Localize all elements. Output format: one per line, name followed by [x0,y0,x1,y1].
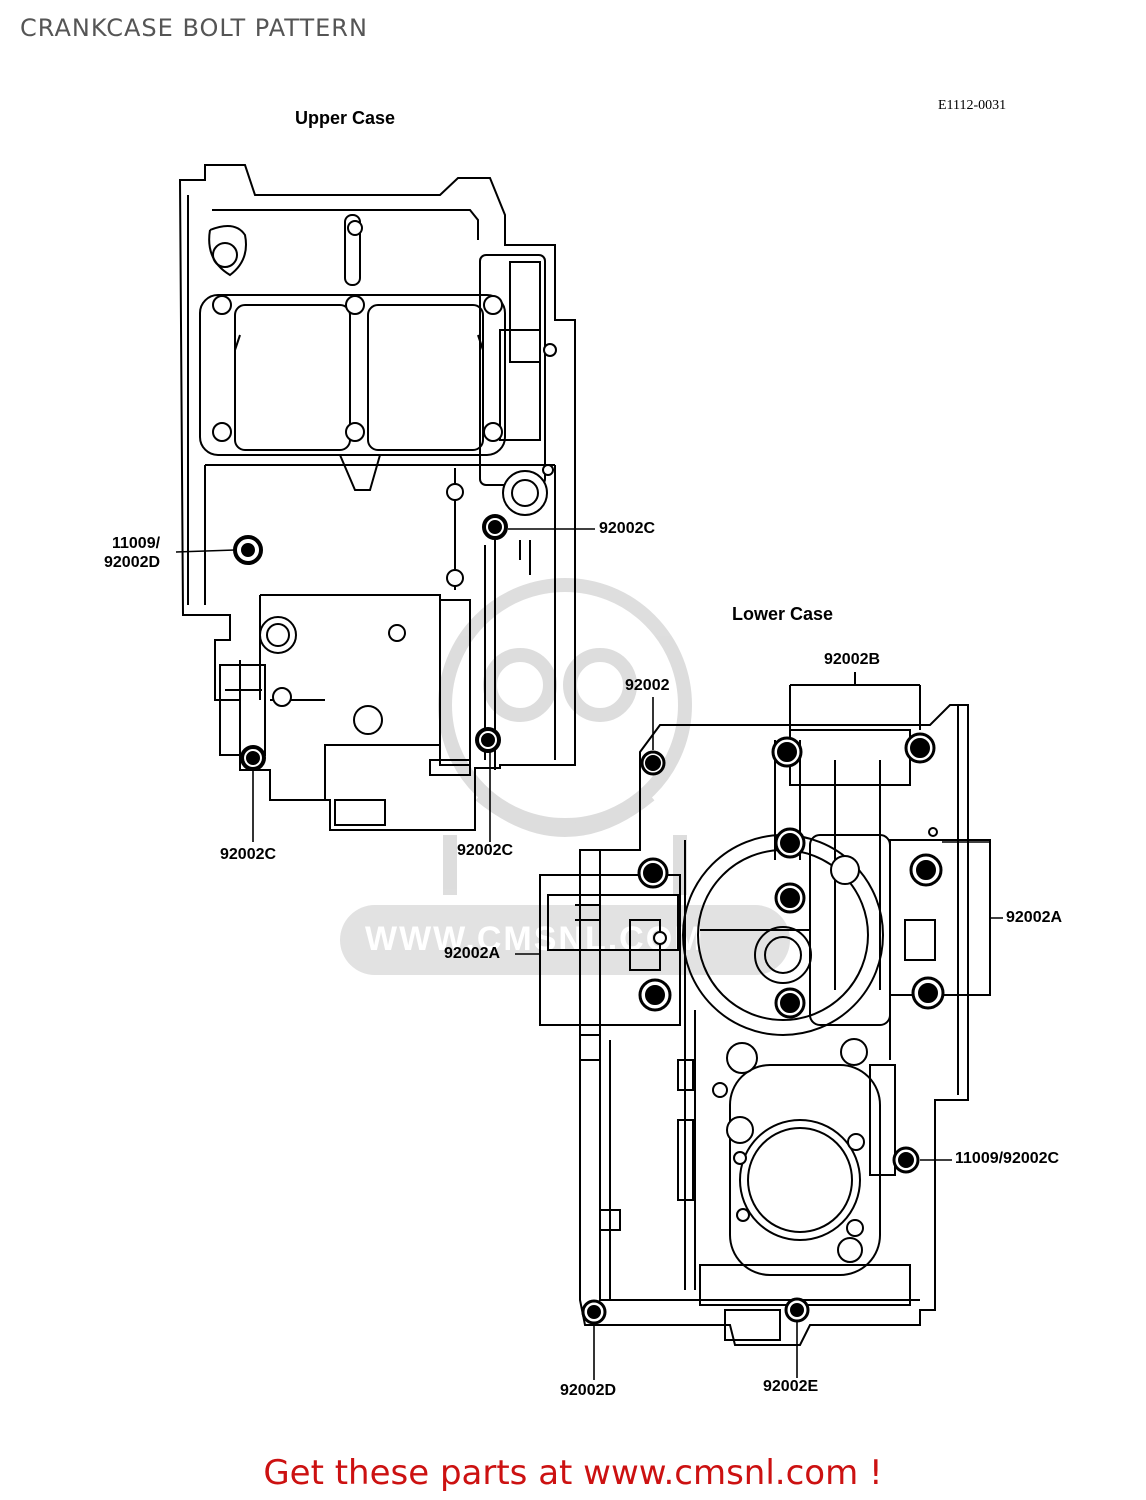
lower-case-title: Lower Case [732,604,834,624]
upper-case-outline [178,164,576,831]
bolt-lower-92002A-1 [909,853,943,887]
lower-label-top-plain: 92002 [625,677,670,694]
bolt-lower-92002 [640,750,666,776]
lower-case-outline [579,704,969,1346]
page-title: CRANKCASE BOLT PATTERN [20,14,368,42]
watermark-text: WWW.CMSNL.COM [365,920,705,958]
upper-label-bottom-right-c: 92002C [457,842,514,859]
drawing-code: E1112-0031 [938,98,1007,113]
bolt-lower-92002B-2 [904,732,936,764]
footer-banner: Get these parts at www.cmsnl.com ! [0,1453,1146,1493]
upper-label-bottom-left-c: 92002C [220,846,277,863]
bolt-lower-92002D [581,1299,607,1325]
lower-label-bottom-d: 92002D [560,1382,617,1399]
bolt-lower-92002A-2 [911,976,945,1010]
upper-label-left-stud: 11009/ 92002D [104,535,161,571]
bolt-lower-92002A-4 [638,978,672,1012]
upper-label-right-c: 92002C [599,520,656,537]
lower-label-right-a: 92002A [1006,909,1063,926]
bolt-lower-92002A-3 [637,857,669,889]
bolt-lower-center-2 [774,987,806,1019]
bolt-lower-11009 [892,1146,920,1174]
lower-label-right-c: 11009/92002C [955,1150,1060,1167]
lower-label-bottom-e: 92002E [763,1378,819,1395]
bolt-lower-92002B-3 [774,827,806,859]
lower-label-left-a: 92002A [444,945,501,962]
upper-case-title: Upper Case [295,108,396,128]
bolt-lower-center-1 [774,882,806,914]
bolt-lower-92002B-1 [771,736,803,768]
footer-link[interactable]: Get these parts at www.cmsnl.com ! [263,1453,883,1493]
bolt-lower-92002E [784,1297,810,1323]
lower-label-top-b: 92002B [824,651,881,668]
